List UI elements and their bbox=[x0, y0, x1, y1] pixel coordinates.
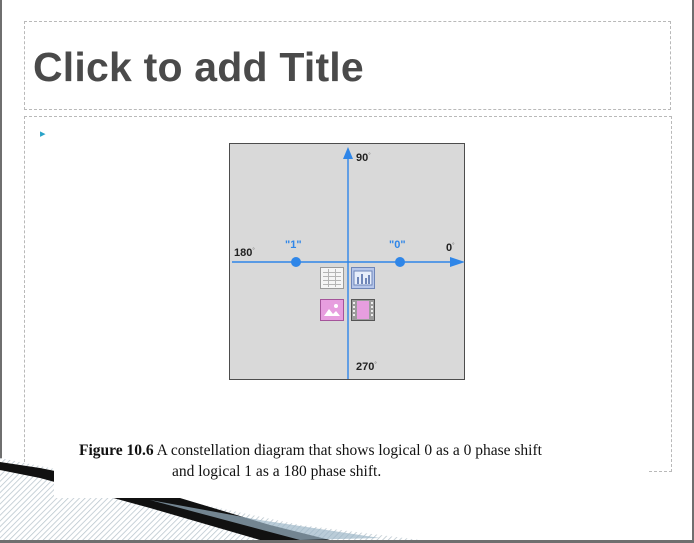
constellation-diagram: 90° 180° 0° 270° "1" "0" bbox=[232, 147, 465, 379]
left-border bbox=[0, 0, 2, 543]
degree-mark: ° bbox=[368, 153, 371, 159]
label-270: 270° bbox=[356, 361, 377, 373]
point-one bbox=[291, 257, 301, 267]
label-180: 180° bbox=[234, 247, 255, 259]
degree-mark: ° bbox=[452, 243, 455, 249]
figure-number: Figure 10.6 bbox=[79, 442, 154, 459]
degree-mark: ° bbox=[252, 248, 255, 254]
degree-mark: ° bbox=[374, 362, 377, 368]
label-one: "1" bbox=[285, 239, 302, 251]
insert-table-icon[interactable] bbox=[320, 267, 344, 289]
figure-caption: Figure 10.6 A constellation diagram that… bbox=[54, 436, 648, 498]
point-zero bbox=[395, 257, 405, 267]
right-border bbox=[692, 0, 694, 543]
insert-media-icon[interactable] bbox=[351, 299, 375, 321]
chart-icon bbox=[353, 270, 373, 286]
media-icon bbox=[353, 301, 373, 319]
bullet-icon: ▸ bbox=[40, 128, 46, 140]
horizontal-axis-arrow bbox=[450, 257, 465, 267]
title-placeholder-text[interactable]: Click to add Title bbox=[33, 44, 364, 90]
constellation-figure[interactable]: 90° 180° 0° 270° "1" "0" bbox=[229, 143, 465, 380]
label-90: 90° bbox=[356, 152, 371, 164]
vertical-axis-arrow bbox=[343, 147, 353, 159]
picture-icon bbox=[324, 304, 340, 316]
title-placeholder[interactable]: Click to add Title bbox=[24, 21, 671, 110]
label-zero: "0" bbox=[389, 239, 406, 251]
table-icon bbox=[323, 269, 341, 287]
caption-line-1: Figure 10.6 A constellation diagram that… bbox=[79, 442, 542, 460]
caption-line-2: and logical 1 as a 180 phase shift. bbox=[172, 463, 382, 480]
insert-picture-icon[interactable] bbox=[320, 299, 344, 321]
caption-text-1: A constellation diagram that shows logic… bbox=[156, 442, 542, 459]
insert-chart-icon[interactable] bbox=[351, 267, 375, 289]
label-0: 0° bbox=[446, 242, 455, 254]
bottom-border bbox=[0, 540, 694, 543]
